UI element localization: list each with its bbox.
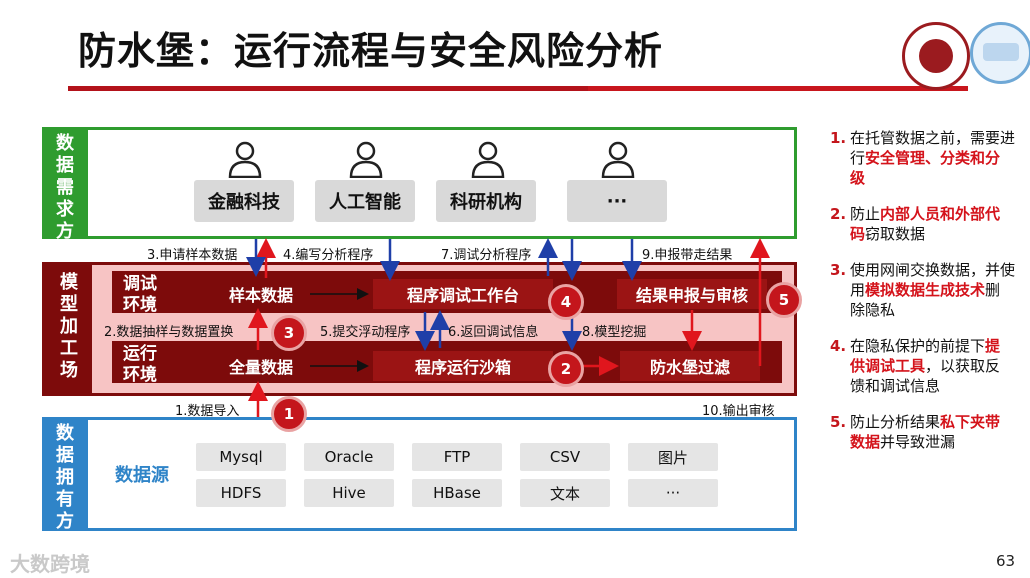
- sample-data-node: 样本数据: [228, 286, 293, 305]
- model-section-label-bg: [42, 262, 92, 396]
- demand-section: [42, 127, 797, 239]
- person-icon: [601, 141, 635, 178]
- risk-note: 3.使用网闸交换数据，并使用模拟数据生成技术删除隐私: [830, 260, 1015, 320]
- demand-section-label: 数 据 需 求 方: [56, 133, 74, 242]
- source-text: 文本: [520, 479, 610, 507]
- edge-label-4: 4.编写分析程序: [283, 248, 374, 263]
- footer-watermark: 大数跨境: [10, 552, 90, 576]
- demand-party-ai: 人工智能: [315, 180, 415, 222]
- demand-party-fintech: 金融科技: [194, 180, 294, 222]
- person-icon: [471, 141, 505, 178]
- source-more: ···: [628, 479, 718, 507]
- risk-note-text: 防止内部人员和外部代码窃取数据: [850, 205, 1001, 243]
- demand-party-more: ···: [567, 180, 667, 222]
- risk-note-number: 3.: [830, 261, 847, 279]
- risk-note: 1.在托管数据之前，需要进行安全管理、分类和分级: [830, 128, 1015, 188]
- edge-label-5: 5.提交浮动程序: [320, 325, 411, 340]
- edge-label-7: 7.调试分析程序: [441, 248, 532, 263]
- run-lane-label: 运行 环境: [123, 344, 157, 385]
- risk-badge-3: 3: [271, 315, 307, 351]
- model-section-label: 模 型 加 工 场: [60, 272, 78, 381]
- filter-node: 防水堡过滤: [620, 351, 760, 381]
- result-review-node: 结果申报与审核: [617, 279, 767, 309]
- page-number: 63: [996, 552, 1016, 570]
- edge-label-9: 9.申报带走结果: [642, 248, 733, 263]
- source-image: 图片: [628, 443, 718, 471]
- risk-badge-4: 4: [548, 284, 584, 320]
- title-divider-accent: [68, 86, 588, 91]
- person-icon: [228, 141, 262, 178]
- source-section-label: 数 据 拥 有 方: [56, 423, 74, 532]
- demand-party-research: 科研机构: [436, 180, 536, 222]
- data-source-label: 数据源: [115, 465, 169, 486]
- risk-badge-1: 1: [271, 396, 307, 432]
- risk-note-text: 使用网闸交换数据，并使用模拟数据生成技术删除隐私: [850, 261, 1016, 319]
- university-seal-logo: [902, 22, 970, 90]
- risk-note-number: 4.: [830, 337, 847, 355]
- source-hdfs: HDFS: [196, 479, 286, 507]
- risk-note-text: 在托管数据之前，需要进行安全管理、分类和分级: [850, 129, 1016, 187]
- source-mysql: Mysql: [196, 443, 286, 471]
- edge-label-8: 8.模型挖掘: [582, 325, 647, 340]
- risk-note: 4.在隐私保护的前提下提供调试工具，以获取反馈和调试信息: [830, 336, 1015, 396]
- risk-note-text: 防止分析结果私下夹带数据并导致泄漏: [850, 413, 1001, 451]
- source-section-label-bg: [42, 417, 88, 531]
- full-data-node: 全量数据: [228, 358, 293, 377]
- debug-lane-label: 调试 环境: [123, 274, 157, 315]
- source-oracle: Oracle: [304, 443, 394, 471]
- partner-logo: [970, 22, 1030, 84]
- edge-label-6: 6.返回调试信息: [448, 325, 539, 340]
- sandbox-node: 程序运行沙箱: [373, 351, 553, 381]
- risk-badge-5: 5: [766, 282, 802, 318]
- edge-label-2: 2.数据抽样与数据置换: [104, 325, 234, 340]
- source-ftp: FTP: [412, 443, 502, 471]
- risk-note-number: 2.: [830, 205, 847, 223]
- demand-section-label-bg: [42, 127, 88, 239]
- risk-note-text: 在隐私保护的前提下提供调试工具，以获取反馈和调试信息: [850, 337, 1001, 395]
- risk-note: 5.防止分析结果私下夹带数据并导致泄漏: [830, 412, 1015, 452]
- edge-label-1: 1.数据导入: [175, 404, 240, 419]
- source-section: [42, 417, 797, 531]
- risk-note: 2.防止内部人员和外部代码窃取数据: [830, 204, 1015, 244]
- person-icon: [349, 141, 383, 178]
- risk-note-number: 5.: [830, 413, 847, 431]
- page-title: 防水堡：运行流程与安全风险分析: [78, 29, 664, 73]
- source-hive: Hive: [304, 479, 394, 507]
- debug-workbench-node: 程序调试工作台: [373, 279, 553, 309]
- risk-badge-2: 2: [548, 351, 584, 387]
- source-csv: CSV: [520, 443, 610, 471]
- edge-label-10: 10.输出审核: [702, 404, 775, 419]
- source-hbase: HBase: [412, 479, 502, 507]
- risk-note-number: 1.: [830, 129, 847, 147]
- edge-label-3: 3.申请样本数据: [147, 248, 238, 263]
